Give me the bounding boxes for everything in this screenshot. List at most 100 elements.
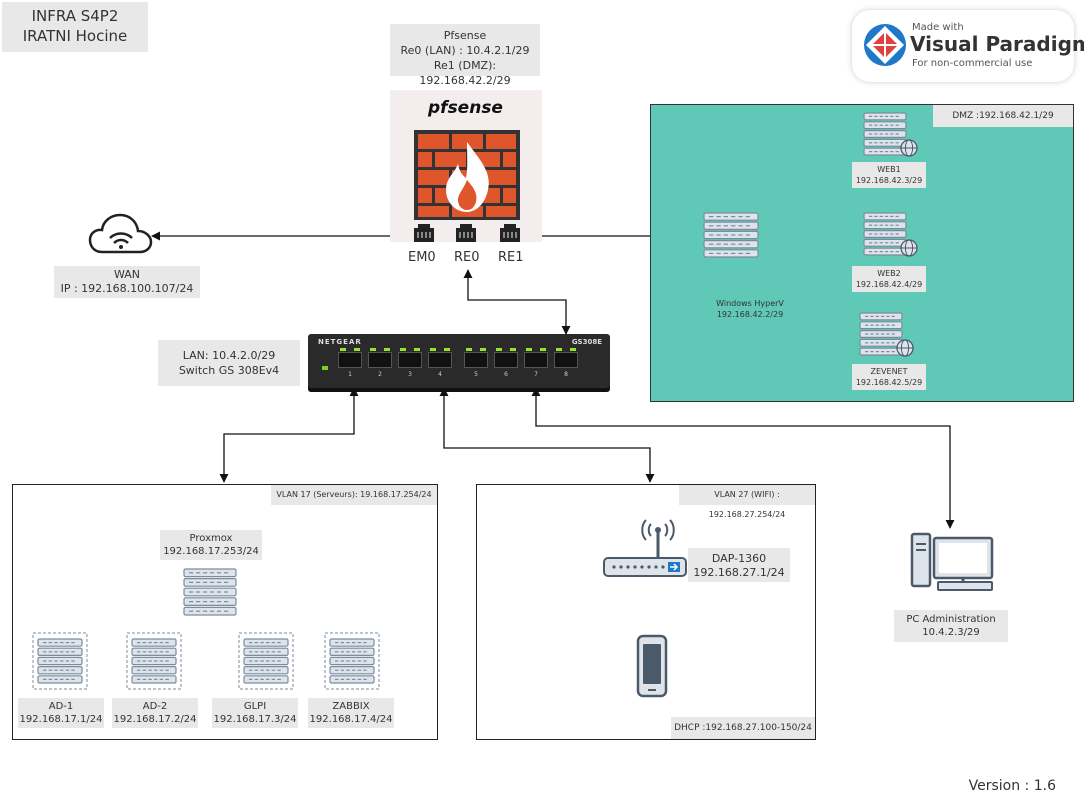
port-em0-label: EM0: [408, 250, 436, 265]
dmz-title: DMZ :192.168.42.1/29: [933, 105, 1073, 127]
port-re1-icon: [500, 224, 520, 242]
zevenet-server-icon[interactable]: [858, 310, 914, 358]
web2-ip: 192.168.42.4/29: [855, 280, 923, 289]
ad2-name: AD-2: [142, 701, 168, 712]
server-rack-icon: [32, 632, 88, 690]
wireless-access-point-icon[interactable]: [600, 514, 690, 586]
hyperv-name: Windows HyperV: [716, 299, 784, 308]
visual-paradigm-logo-icon: [864, 24, 906, 66]
smartphone-icon[interactable]: [636, 634, 668, 698]
server-rack-icon: [238, 632, 294, 690]
vlan27-zone: VLAN 27 (WIFI) : 192.168.27.254/24 DHCP …: [476, 484, 816, 740]
switch-port-number: 7: [534, 371, 538, 378]
vlan17-title: VLAN 17 (Serveurs): 19.168.17.254/24: [271, 485, 437, 505]
pfsense-logo: pfsense: [428, 98, 503, 118]
glpi-server-icon[interactable]: [238, 632, 294, 690]
vlan17-title-text: VLAN 17 (Serveurs): 19.168.17.254/24: [276, 490, 432, 499]
zabbix-ip: 192.168.17.4/24: [309, 714, 393, 725]
switch-port-row: 1 2 3 4 5 6 7 8: [338, 348, 578, 380]
dmz-title-text: DMZ :192.168.42.1/29: [952, 111, 1054, 121]
zabbix-server-icon[interactable]: [324, 632, 380, 690]
title-line-1: INFRA S4P2: [31, 7, 119, 25]
re0-switch-link: [463, 269, 571, 335]
web1-server-icon[interactable]: [862, 110, 918, 158]
title-line-2: IRATNI Hocine: [22, 27, 128, 45]
switch-vlan27-link: [439, 387, 655, 483]
wan-ip: IP : 192.168.100.107/24: [60, 282, 194, 295]
port-re0-label: RE0: [454, 250, 480, 265]
ad1-label: AD-1 192.168.17.1/24: [18, 698, 104, 728]
web1-name: WEB1: [877, 165, 901, 174]
zevenet-name: ZEVENET: [870, 367, 908, 376]
firewall-icon: [414, 130, 520, 220]
switch-model: Switch GS 308Ev4: [178, 364, 280, 377]
switch-port-7[interactable]: 7: [524, 348, 548, 378]
switch-vlan17-link: [219, 387, 359, 483]
glpi-ip: 192.168.17.3/24: [213, 714, 297, 725]
switch-port-number: 6: [504, 371, 508, 378]
proxmox-name: Proxmox: [189, 533, 233, 544]
ad1-name: AD-1: [48, 701, 74, 712]
switch-pc-link: [531, 387, 955, 529]
switch-port-6[interactable]: 6: [494, 348, 518, 378]
switch-port-number: 3: [408, 371, 412, 378]
proxmox-server-icon[interactable]: [182, 566, 238, 618]
pfsense-re0: Re0 (LAN) : 10.4.2.1/29: [400, 44, 530, 57]
dhcp-label: DHCP :192.168.27.100-150/24: [671, 717, 815, 739]
switch-lan: LAN: 10.4.2.0/29: [182, 349, 276, 362]
pc-label: PC Administration 10.4.2.3/29: [894, 610, 1008, 642]
zevenet-label: ZEVENET 192.168.42.5/29: [852, 364, 926, 390]
pfsense-firewall[interactable]: pfsense: [390, 90, 542, 242]
port-em0-icon: [414, 224, 434, 242]
switch-port-3[interactable]: 3: [398, 348, 422, 378]
zabbix-name: ZABBIX: [332, 701, 370, 712]
pfsense-label-box: Pfsense Re0 (LAN) : 10.4.2.1/29 Re1 (DMZ…: [390, 24, 540, 87]
web1-label: WEB1 192.168.42.3/29: [852, 162, 926, 188]
web2-server-icon[interactable]: [862, 210, 918, 258]
watermark-brand: Visual Paradigm: [910, 32, 1084, 56]
switch-port-number: 5: [474, 371, 478, 378]
visual-paradigm-watermark: Made with Visual Paradigm For non-commer…: [852, 10, 1084, 82]
switch-port-2[interactable]: 2: [368, 348, 392, 378]
netgear-switch[interactable]: NETGEAR GS308E 1 2 3 4 5 6 7 8: [308, 334, 610, 388]
wan-name: WAN: [113, 268, 141, 281]
dap-label: DAP-1360 192.168.27.1/24: [688, 548, 790, 582]
server-rack-icon: [863, 212, 918, 257]
web2-name: WEB2: [877, 269, 901, 278]
vlan27-title: VLAN 27 (WIFI) : 192.168.27.254/24: [679, 485, 815, 519]
dap-name: DAP-1360: [711, 552, 767, 565]
glpi-name: GLPI: [243, 701, 267, 712]
port-re0-icon: [456, 224, 476, 242]
pfsense-logo-text: pfsense: [428, 98, 503, 118]
port-re1-label: RE1: [498, 250, 524, 265]
web2-label: WEB2 192.168.42.4/29: [852, 266, 926, 292]
server-rack-icon: [859, 312, 914, 357]
switch-port-number: 1: [348, 371, 352, 378]
switch-port-8[interactable]: 8: [554, 348, 578, 378]
ad1-server-icon[interactable]: [32, 632, 88, 690]
switch-port-5[interactable]: 5: [464, 348, 488, 378]
proxmox-label: Proxmox 192.168.17.253/24: [160, 530, 262, 560]
proxmox-ip: 192.168.17.253/24: [163, 546, 259, 557]
server-rack-icon: [324, 632, 380, 690]
hyperv-label: Windows HyperV 192.168.42.2/29: [700, 298, 800, 320]
cloud-icon[interactable]: [88, 212, 154, 256]
zevenet-ip: 192.168.42.5/29: [855, 378, 923, 387]
server-rack-icon: [863, 112, 918, 157]
switch-brand: NETGEAR: [318, 338, 362, 346]
ad2-server-icon[interactable]: [126, 632, 182, 690]
watermark-note: For non-commercial use: [912, 58, 1033, 69]
hyperv-server-icon[interactable]: [702, 210, 760, 260]
switch-model-tag: GS308E: [571, 338, 602, 346]
desktop-pc-icon[interactable]: [908, 530, 996, 592]
pfsense-name: Pfsense: [443, 29, 487, 42]
dhcp-text: DHCP :192.168.27.100-150/24: [674, 723, 812, 733]
dap-ip: 192.168.27.1/24: [693, 566, 785, 579]
switch-label-box: LAN: 10.4.2.0/29 Switch GS 308Ev4: [158, 340, 300, 386]
switch-port-4[interactable]: 4: [428, 348, 452, 378]
vlan27-title-text: VLAN 27 (WIFI) : 192.168.27.254/24: [708, 490, 786, 519]
hyperv-ip: 192.168.42.2/29: [716, 310, 784, 319]
switch-port-1[interactable]: 1: [338, 348, 362, 378]
wan-label-box: WAN IP : 192.168.100.107/24: [54, 266, 200, 298]
switch-port-number: 2: [378, 371, 382, 378]
